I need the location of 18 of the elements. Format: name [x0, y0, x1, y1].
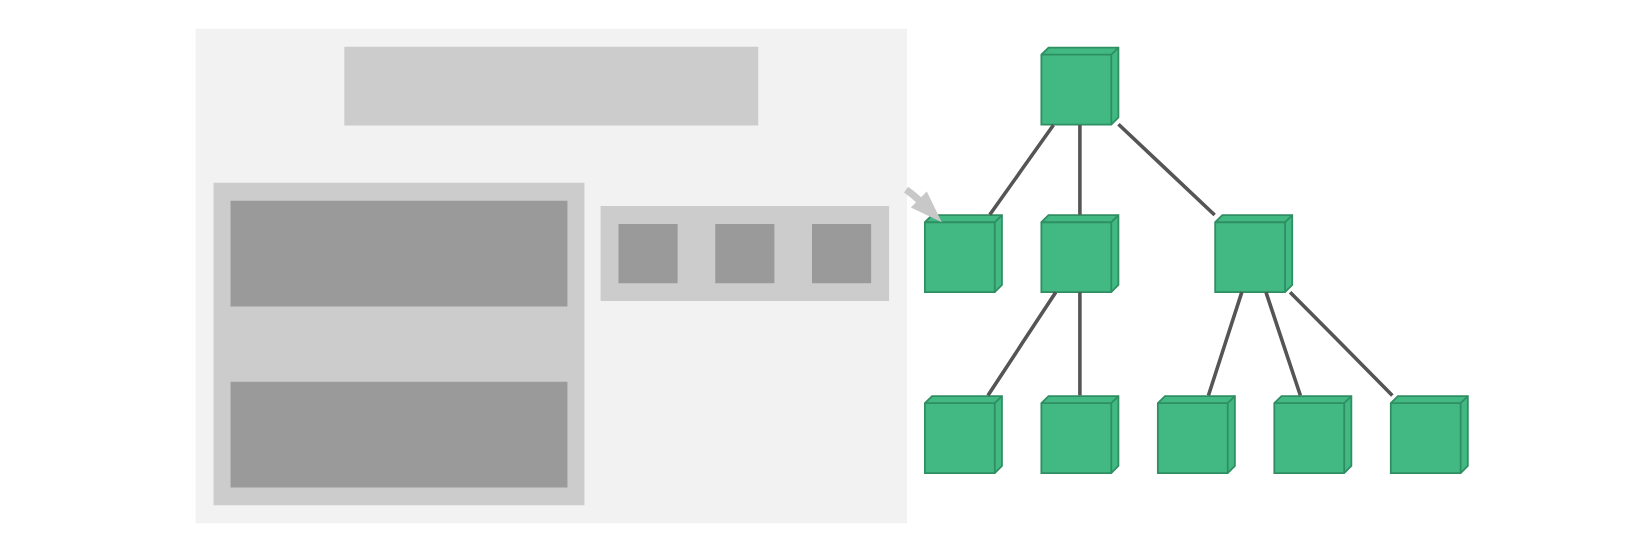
node-box: [230, 200, 568, 307]
cluster: [600, 206, 890, 302]
node-box: [715, 224, 775, 284]
connector: [1288, 290, 1394, 397]
connector: [1117, 122, 1216, 217]
cluster: [195, 28, 907, 524]
cluster: [213, 182, 585, 506]
node-box: [344, 46, 759, 126]
connector: [1264, 291, 1303, 397]
node-box: [812, 224, 872, 284]
connector: [1206, 291, 1244, 396]
node-box: [618, 224, 678, 284]
node-box: [230, 381, 568, 488]
connector: [1078, 292, 1082, 396]
connector: [988, 124, 1055, 216]
arrow: [903, 186, 942, 223]
connector: [1078, 125, 1082, 215]
connector: [986, 291, 1058, 397]
